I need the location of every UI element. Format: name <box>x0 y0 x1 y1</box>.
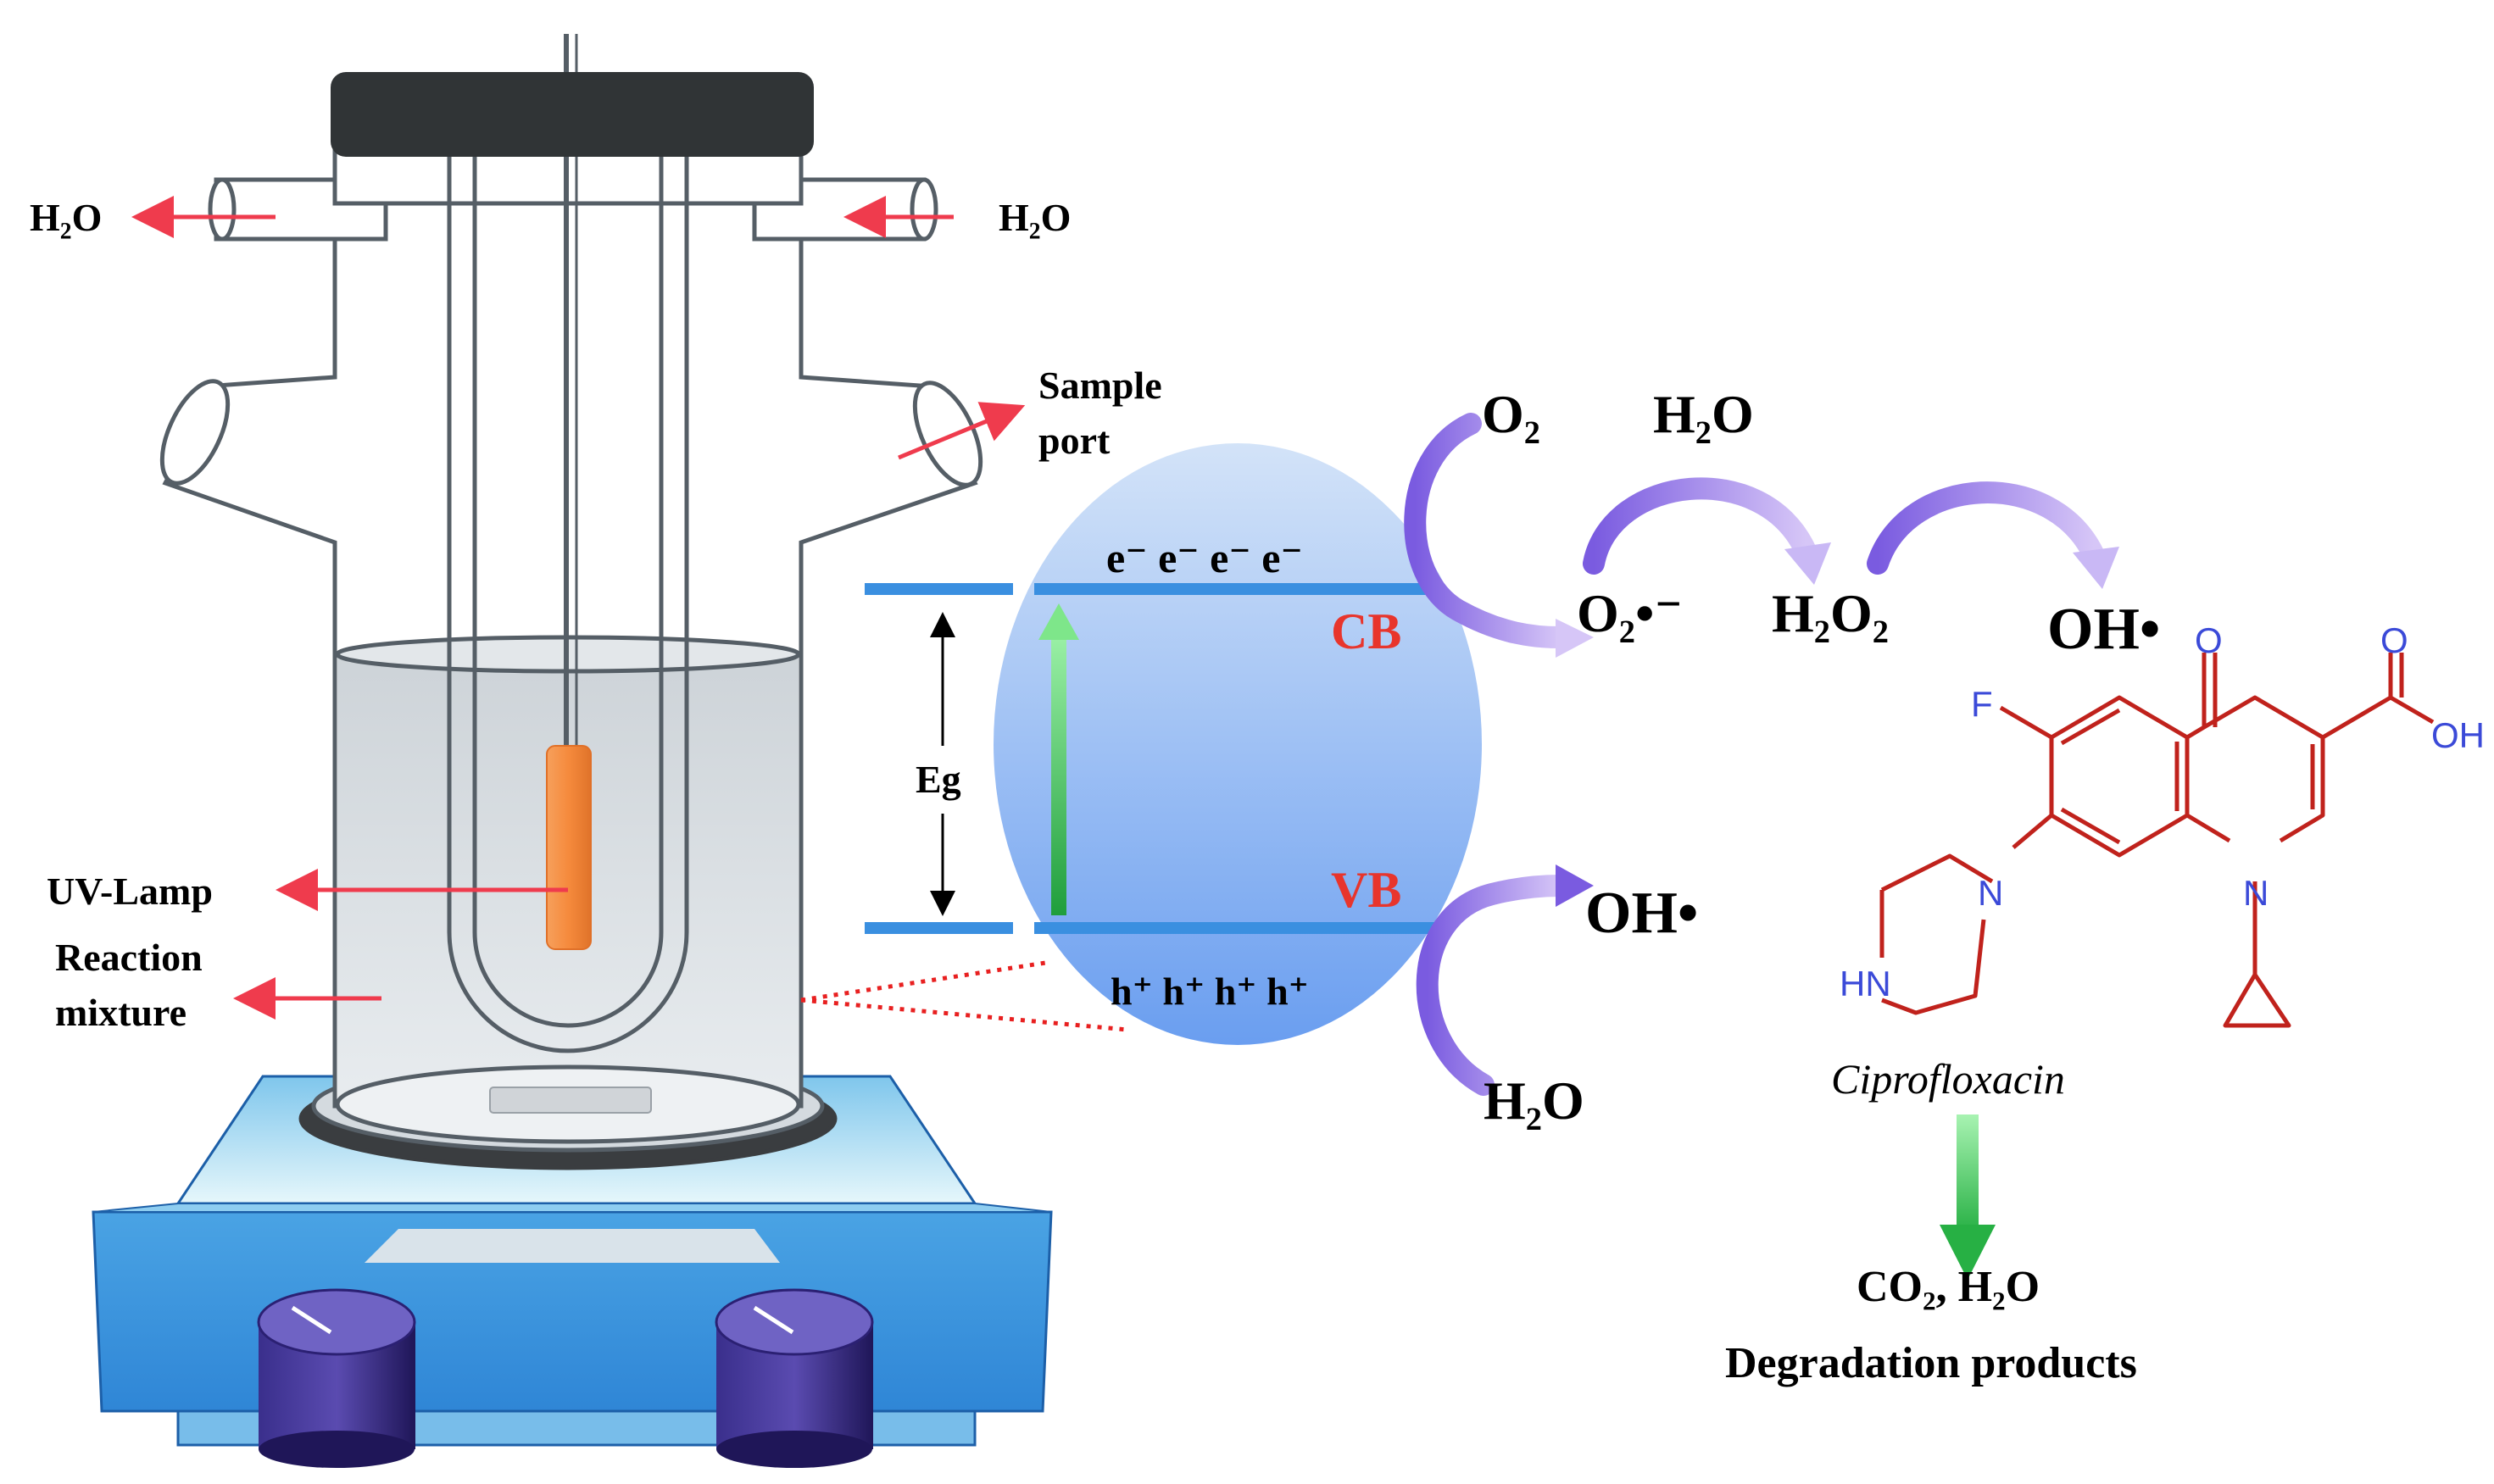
o2-label: O₂ <box>1482 384 1540 444</box>
reactor-arrows <box>131 196 1026 1020</box>
degradation-arrow <box>1957 1114 1979 1233</box>
band-diagram: Eg e⁻ e⁻ e⁻ e⁻ h⁺ h⁺ h⁺ h⁺ CB VB <box>865 443 1482 1045</box>
stirrer-plate <box>365 1229 780 1263</box>
zoom-lines <box>800 959 1128 1032</box>
knob-left[interactable] <box>257 1288 416 1468</box>
holes-label: h⁺ h⁺ h⁺ h⁺ <box>1111 970 1309 1013</box>
sample-port-label: Sample <box>1038 364 1162 407</box>
uv-lamp-tube <box>546 745 592 950</box>
oh-radical-top-label: OH• <box>2047 597 2160 662</box>
stir-bar <box>489 1087 652 1114</box>
water-out-label: H₂O <box>30 196 102 239</box>
reactor-cap <box>331 72 814 157</box>
oh-radical-bottom-label: OH• <box>1585 881 1698 946</box>
reaction-mixture-label: Reaction <box>55 936 203 979</box>
atom-f: F <box>1971 684 1993 724</box>
excitation-arrow <box>1051 636 1066 915</box>
products-line2: Degradation products <box>1725 1339 2137 1387</box>
h2o-bottom-label: H₂O <box>1484 1070 1584 1131</box>
products-line1: CO₂, H₂O <box>1857 1263 2040 1311</box>
atom-o-ketone: O <box>2195 620 2223 660</box>
atom-oh: OH <box>2431 715 2485 755</box>
reaction-mixture-label-2: mixture <box>55 991 186 1034</box>
atom-n-ring: N <box>2243 873 2269 913</box>
atom-n-piperazine: N <box>1978 873 2003 913</box>
cb-label: CB <box>1331 603 1401 659</box>
molecule-atoms: O O OH F N HN N <box>1840 620 2485 1003</box>
h2o-top-label: H₂O <box>1653 384 1754 444</box>
magnetic-stirrer <box>92 1075 1053 1468</box>
molecule-name: Ciprofloxacin <box>1831 1055 2065 1103</box>
vb-label: VB <box>1331 862 1401 918</box>
ciprofloxacin-structure <box>1879 653 2435 1028</box>
knob-right[interactable] <box>715 1288 874 1468</box>
uv-lamp-label: UV-Lamp <box>47 870 213 913</box>
eg-label: Eg <box>916 758 961 801</box>
atom-hn: HN <box>1840 964 1891 1003</box>
atom-o-acid: O <box>2380 620 2408 660</box>
h2o2-label: H₂O₂ <box>1772 583 1889 643</box>
water-in-label: H₂O <box>999 196 1071 239</box>
reaction-arrows <box>1404 413 2119 1096</box>
sample-port-label-2: port <box>1038 419 1111 462</box>
electrons-label: e⁻ e⁻ e⁻ e⁻ <box>1106 534 1303 581</box>
superoxide-label: O₂•⁻ <box>1577 583 1683 643</box>
